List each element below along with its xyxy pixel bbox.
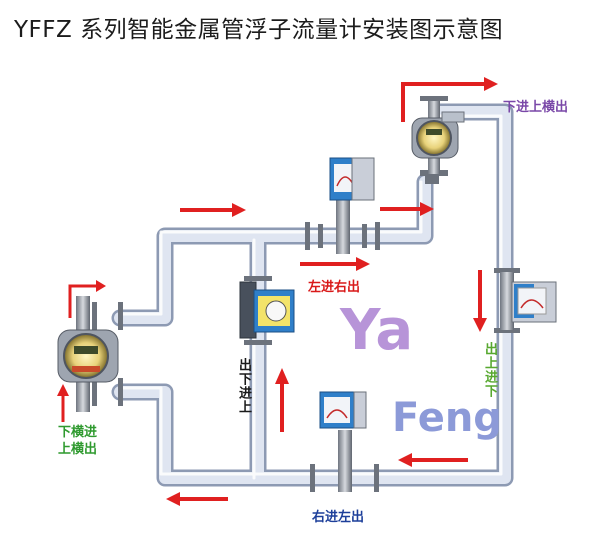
arrow-right-icon — [380, 202, 434, 216]
page-title: YFFZ 系列智能金属管浮子流量计安装图示意图 — [14, 17, 504, 43]
flowmeter-bottom — [310, 391, 379, 492]
watermark-ya: Ya — [340, 298, 414, 363]
flowmeter-top-right — [411, 96, 465, 176]
flowmeter-center — [239, 276, 295, 345]
flowmeter-right — [494, 268, 557, 333]
arrow-up-right-icon — [68, 280, 106, 318]
label-right-in-left-out: 右进左出 — [312, 510, 365, 525]
label-line-2: 上横出 — [58, 442, 98, 457]
arrow-left-icon — [398, 453, 468, 467]
arrow-down-icon — [473, 270, 487, 332]
label-bottom-horizontal-in: 下横进 上横出 — [58, 424, 97, 458]
arrow-left-icon — [166, 492, 228, 506]
label-bottom-in-side-out: 下进上横出 — [503, 100, 569, 115]
pipe-fittings — [425, 176, 439, 184]
label-down-out-up-in: 出下进上 — [236, 358, 251, 414]
label-up-out-down-in: 出上进下 — [482, 342, 497, 398]
label-left-in-right-out: 左进右出 — [308, 280, 361, 295]
flow-arrows — [57, 77, 498, 506]
arrow-right-icon — [300, 257, 370, 271]
arrow-up-right-icon — [401, 77, 498, 122]
arrow-right-icon — [180, 203, 246, 217]
flowmeter-top-center — [305, 157, 380, 254]
flowmeter-left — [57, 296, 123, 412]
watermark-feng: Feng — [392, 395, 502, 441]
arrow-up-icon — [275, 368, 289, 432]
arrow-up-icon — [57, 384, 69, 422]
label-line-1: 下横进 — [58, 425, 98, 440]
